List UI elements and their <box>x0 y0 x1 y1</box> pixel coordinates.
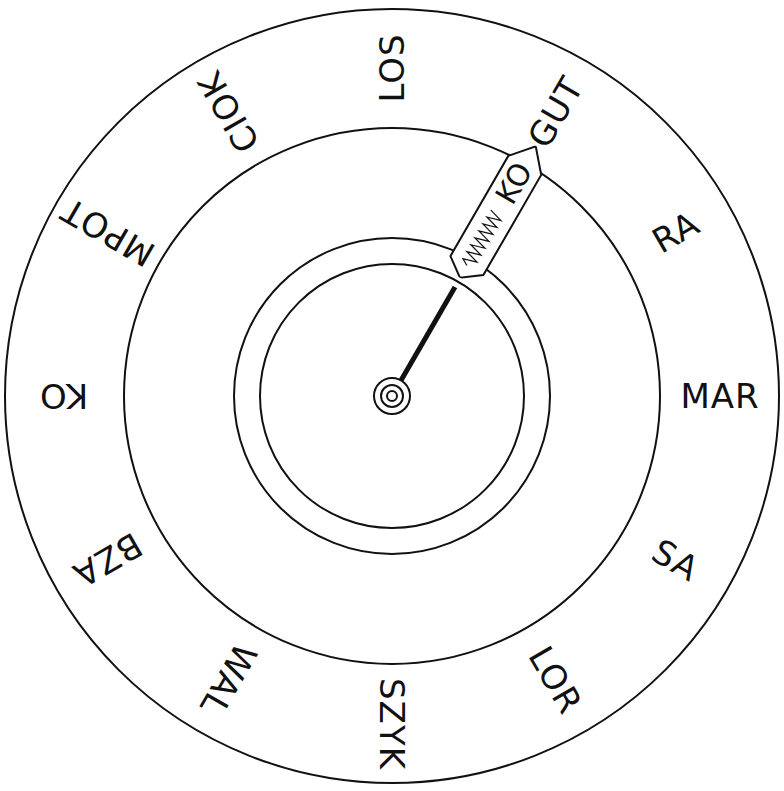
syllable-label: LOS <box>375 33 409 102</box>
pointer-outline <box>442 136 554 288</box>
syllable-label: BZA <box>68 527 148 593</box>
inner-rim <box>124 128 660 664</box>
pivot <box>374 378 410 414</box>
spinner-pointer: KO <box>442 136 554 288</box>
syllable-label: MPOT <box>56 192 161 272</box>
hub-ring <box>234 238 550 554</box>
hub-ring <box>260 264 524 528</box>
pivot <box>387 391 397 401</box>
syllable-label: RA <box>647 205 705 258</box>
syllable-label: SA <box>647 533 705 586</box>
syllable-label: SZYK <box>375 678 409 770</box>
syllable-label: LOR <box>523 641 588 720</box>
syllable-label: MAR <box>680 379 759 413</box>
outer-rim <box>5 9 779 783</box>
syllable-label: KO <box>39 379 88 413</box>
syllable-label: CIOK <box>192 66 265 158</box>
syllable-label: WAL <box>194 638 262 722</box>
pivot <box>381 385 403 407</box>
syllable-label: GUT <box>523 71 590 153</box>
